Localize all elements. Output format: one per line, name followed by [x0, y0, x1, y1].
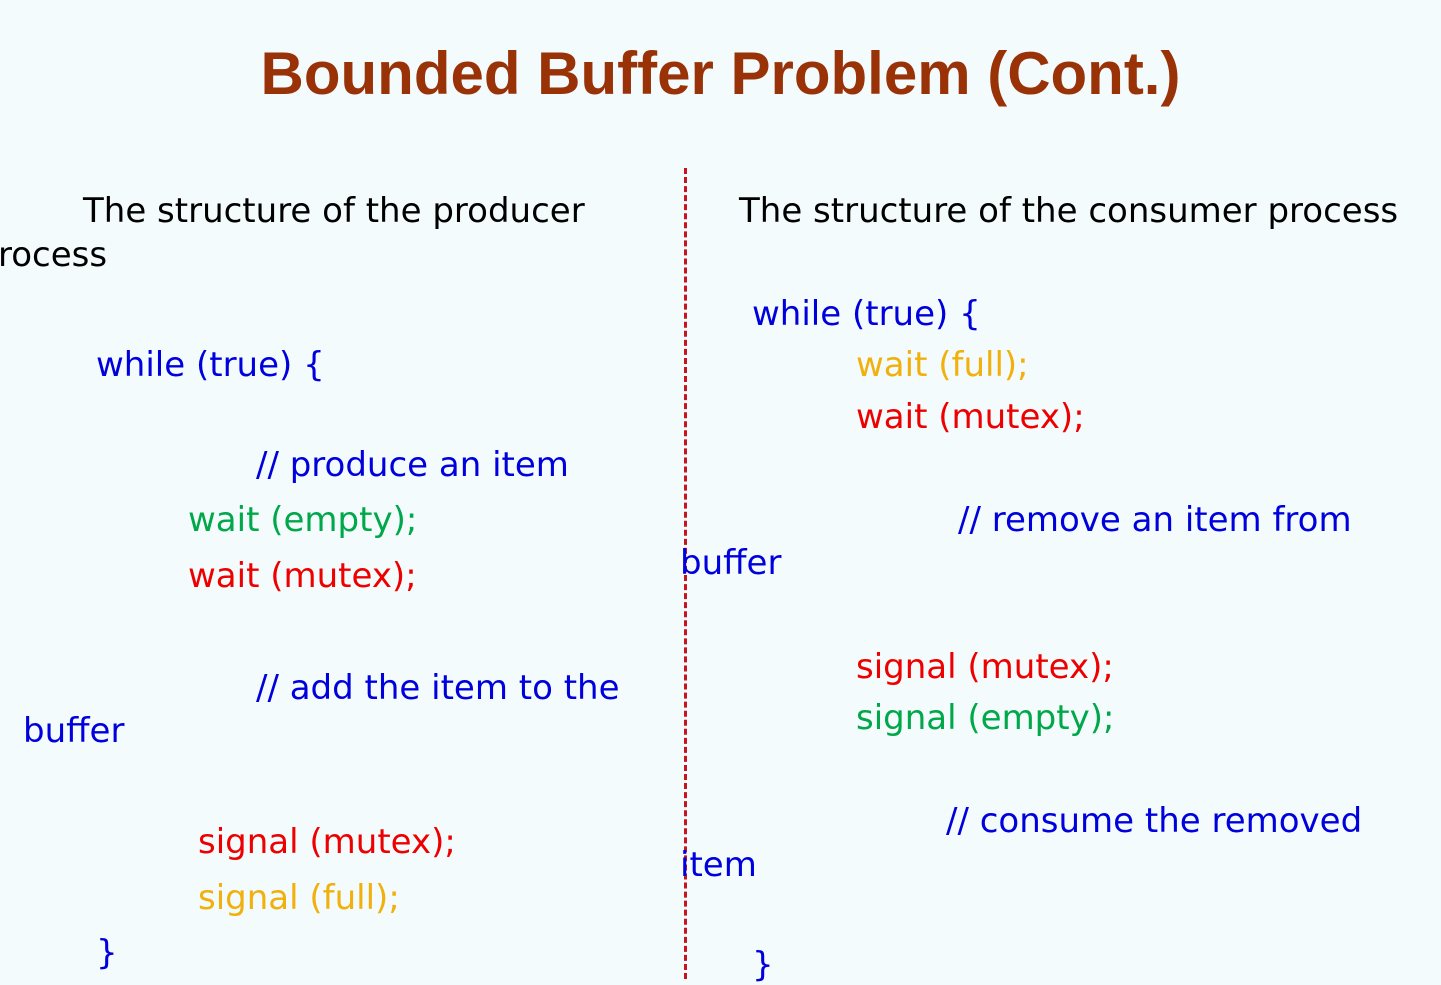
consumer-comment-consume: // consume the removed: [946, 801, 1363, 841]
producer-comment-add: // add the item to the: [256, 668, 620, 708]
consumer-comment-remove: // remove an item from: [958, 500, 1352, 540]
producer-loop-start: while (true) {: [96, 345, 325, 385]
producer-comment-add-continued: buffer: [23, 711, 125, 751]
producer-wait-empty: wait (empty);: [188, 500, 418, 540]
producer-signal-mutex: signal (mutex);: [198, 822, 456, 862]
consumer-comment-consume-continued: item: [680, 845, 757, 885]
producer-signal-full: signal (full);: [198, 878, 400, 918]
slide-title: Bounded Buffer Problem (Cont.): [260, 40, 1181, 107]
consumer-loop-end: }: [752, 945, 774, 985]
producer-loop-end: }: [96, 933, 118, 973]
producer-comment-produce: // produce an item: [256, 445, 569, 485]
producer-heading-continued: rocess: [0, 235, 108, 275]
consumer-comment-remove-continued: buffer: [680, 543, 782, 583]
consumer-wait-full: wait (full);: [856, 345, 1029, 385]
column-divider: [684, 168, 687, 979]
consumer-signal-empty: signal (empty);: [856, 698, 1115, 738]
producer-wait-mutex: wait (mutex);: [188, 556, 417, 596]
consumer-wait-mutex: wait (mutex);: [856, 397, 1085, 437]
consumer-heading: The structure of the consumer process: [739, 191, 1399, 231]
consumer-signal-mutex: signal (mutex);: [856, 647, 1114, 687]
producer-heading: The structure of the producer: [83, 191, 585, 231]
consumer-loop-start: while (true) {: [752, 294, 981, 334]
